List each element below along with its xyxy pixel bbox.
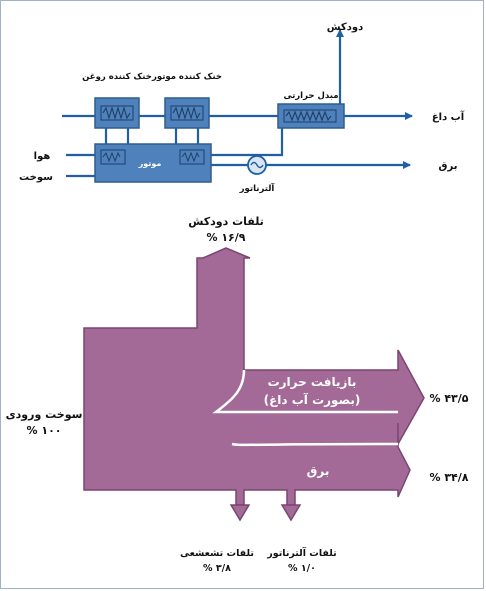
engine-coil-left bbox=[102, 151, 121, 163]
exhaust-loss-value: % ۱۶/۹ bbox=[206, 231, 245, 244]
heat-exchanger-coil-frame bbox=[283, 109, 337, 123]
exhaust-loss-label: تلفات دودکش bbox=[188, 215, 264, 228]
heat-recovery-label: بازیافت حرارت bbox=[268, 375, 357, 389]
schematic: خنک کننده روغن خنک کننده موتور مبدل حرار… bbox=[19, 22, 465, 194]
engine-coil-left-frame bbox=[100, 149, 126, 165]
engine-label: موتور bbox=[138, 159, 162, 168]
engine-cooler-label: خنک کننده موتور bbox=[151, 72, 222, 82]
electricity-value: % ۳۴/۸ bbox=[429, 471, 468, 484]
alternator-loss-label: تلفات آلترناتور bbox=[266, 546, 336, 559]
input-value: % ۱۰۰ bbox=[27, 424, 62, 437]
engine-cooler-coil bbox=[172, 106, 201, 120]
heat-exchanger-coil bbox=[285, 110, 332, 122]
engine-coil-right-frame bbox=[179, 149, 205, 165]
heat-exchanger-label: مبدل حرارتی bbox=[284, 91, 339, 101]
heat-recovery-value: % ۴۳/۵ bbox=[429, 392, 468, 405]
sankey-diagram: تلفات دودکش % ۱۶/۹ سوخت ورودی % ۱۰۰ بازی… bbox=[6, 215, 469, 574]
engine-cooler-block bbox=[164, 97, 210, 129]
radiation-loss-value: % ۳/۸ bbox=[203, 563, 231, 574]
exhaust-label: دودکش bbox=[327, 22, 363, 33]
engine-cooler-coil-frame bbox=[170, 105, 204, 121]
fuel-label: سوخت bbox=[19, 172, 53, 183]
electricity-separator bbox=[231, 442, 399, 447]
radiation-loss-arrow bbox=[229, 504, 251, 522]
alternator-loss-arrow bbox=[280, 504, 302, 522]
electricity-label: برق bbox=[439, 161, 458, 172]
radiation-loss-label: تلفات تشعشعی bbox=[180, 548, 254, 559]
heat-recovery-separator bbox=[212, 369, 398, 414]
input-label: سوخت ورودی bbox=[6, 408, 83, 421]
heat-recovery-sublabel: (بصورت آب داغ) bbox=[264, 392, 361, 408]
oil-cooler-label: خنک کننده روغن bbox=[82, 72, 152, 82]
alternator-wave-icon bbox=[250, 161, 264, 169]
engine-to-exchanger-line bbox=[210, 126, 284, 157]
oil-cooler-coil bbox=[102, 106, 131, 120]
hot-water-label: آب داغ bbox=[432, 110, 465, 123]
alternator-loss-value: % ۱/۰ bbox=[288, 563, 316, 574]
sankey-flow bbox=[83, 247, 425, 506]
electricity-flow-label: برق bbox=[307, 464, 330, 478]
oil-cooler-coil-frame bbox=[100, 105, 134, 121]
engine-coil-right bbox=[181, 151, 200, 163]
air-label: هوا bbox=[34, 151, 51, 162]
alternator-label: آلترناتور bbox=[239, 182, 276, 194]
